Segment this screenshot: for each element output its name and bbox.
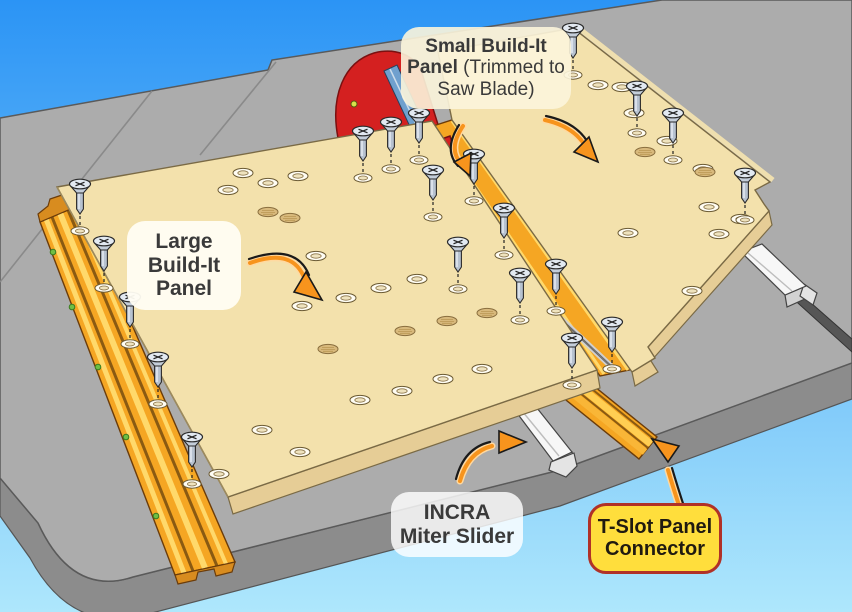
label-line: Large — [155, 230, 213, 253]
label-text-bold: Small Build-It Panel — [407, 36, 547, 79]
large-build-it-panel — [55, 120, 601, 515]
arrow-large-panel — [246, 252, 324, 302]
green-setscrew — [68, 303, 76, 311]
label-line: Panel — [155, 277, 213, 301]
arrow-miter-slider — [454, 429, 529, 485]
arrow-small-panel-left — [449, 122, 472, 178]
green-setscrew — [122, 433, 130, 441]
green-setscrew — [94, 363, 102, 371]
green-setscrew — [49, 248, 57, 256]
table-seam — [199, 61, 277, 156]
label-line: Connector — [605, 538, 705, 561]
green-setscrew — [152, 512, 160, 520]
small-build-it-panel — [437, 24, 775, 387]
arrow-small-panel-right — [541, 114, 600, 164]
label-line: Miter Slider — [399, 524, 515, 548]
label-incra-miter-slider: INCRA Miter Slider — [391, 492, 523, 558]
label-small-build-it-panel: Small Build-It Panel (Trimmed to Saw Bla… — [401, 27, 571, 109]
label-large-build-it-panel: Large Build-It Panel — [127, 221, 241, 310]
label-line: T-Slot Panel — [597, 516, 713, 538]
label-line: Build-It — [147, 253, 221, 277]
label-line: INCRA — [423, 501, 491, 524]
plate-pin — [350, 100, 358, 108]
track-end-cap — [174, 561, 236, 585]
miter-slider-right — [739, 243, 818, 308]
label-t-slot-panel-connector: T-Slot Panel Connector — [588, 503, 722, 574]
label-text-note: (Trimmed to Saw Blade) — [437, 57, 565, 100]
